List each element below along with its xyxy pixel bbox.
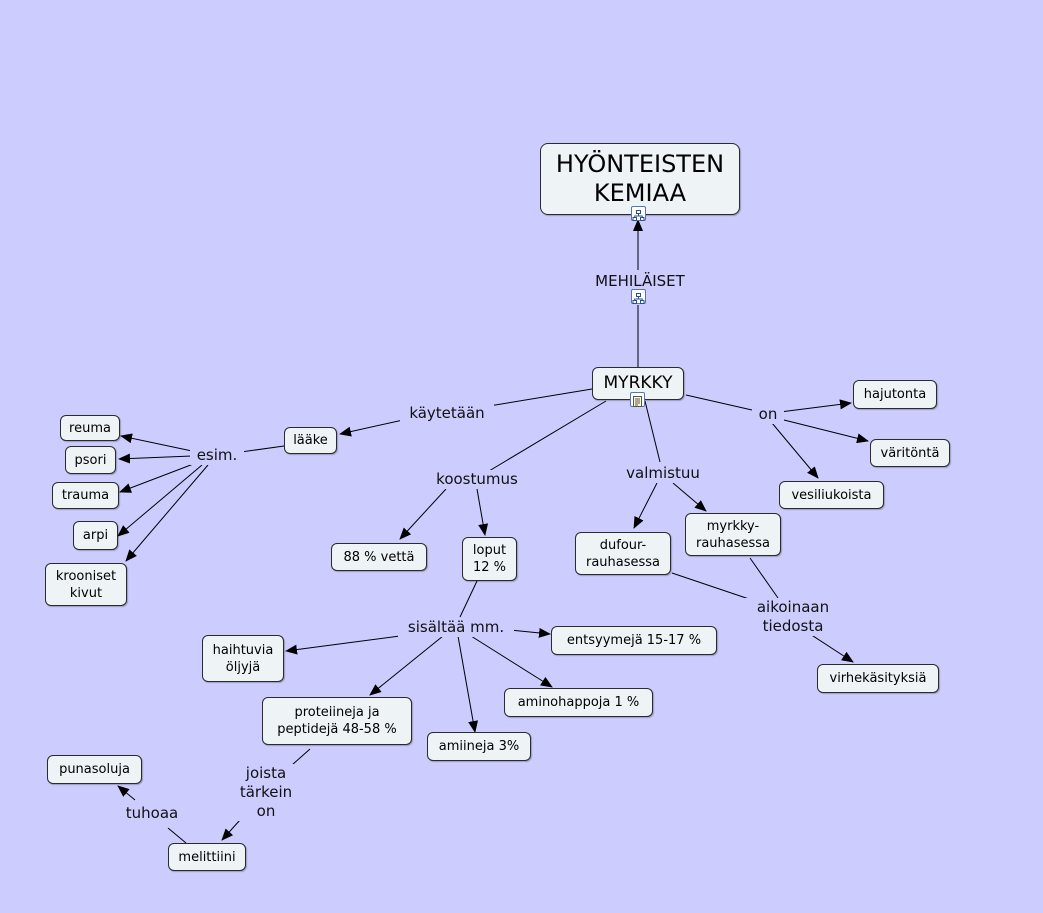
node-vesiliukoista[interactable]: vesiliukoista [779, 481, 884, 509]
node-reuma[interactable]: reuma [60, 415, 120, 441]
link-label-sisaltaa: sisältää mm. [398, 618, 514, 637]
link-label-esim: esim. [190, 446, 244, 465]
node-melittiini[interactable]: melittiini [168, 843, 246, 871]
node-hajutonta[interactable]: hajutonta [853, 380, 937, 409]
link-label-on: on [752, 405, 784, 424]
node-aminohappoja[interactable]: aminohappoja 1 % [504, 688, 653, 717]
node-loput[interactable]: loput 12 % [462, 537, 517, 581]
link-label-joista: joista tärkein on [228, 764, 304, 821]
link-label-tuhoaa: tuhoaa [115, 804, 189, 823]
node-amiineja[interactable]: amiineja 3% [427, 732, 531, 761]
submap-icon[interactable] [631, 289, 646, 304]
node-punasoluja[interactable]: punasoluja [47, 755, 142, 784]
node-proteiineja[interactable]: proteiineja ja peptidejä 48-58 % [262, 697, 412, 745]
link-label-kaytetaan: käytetään [400, 404, 494, 423]
node-krooniset-kivut[interactable]: krooniset kivut [45, 563, 127, 606]
node-virhekasityksia[interactable]: virhekäsityksiä [817, 664, 939, 693]
node-dufour-rauhasessa[interactable]: dufour- rauhasessa [575, 532, 671, 575]
node-arpi[interactable]: arpi [73, 521, 118, 550]
node-myrkky-rauhasessa[interactable]: myrkky- rauhasessa [685, 513, 781, 556]
link-label-valmistuu: valmistuu [615, 464, 711, 483]
link-label-aikoinaan: aikoinaan tiedosta [741, 598, 845, 636]
node-vetta[interactable]: 88 % vettä [331, 543, 427, 571]
node-haihtuvia-oljyja[interactable]: haihtuvia öljyjä [202, 635, 284, 682]
node-varitonta[interactable]: väritöntä [870, 439, 950, 467]
hub-node-myrkky[interactable]: MYRKKY [592, 367, 684, 400]
node-psori[interactable]: psori [65, 446, 116, 474]
link-label-koostumus: koostumus [425, 470, 529, 489]
node-laake[interactable]: lääke [284, 427, 337, 454]
submap-icon[interactable] [631, 206, 646, 221]
document-icon[interactable] [630, 392, 645, 407]
title-node[interactable]: HYÖNTEISTEN KEMIAA [540, 143, 740, 215]
node-trauma[interactable]: trauma [52, 482, 119, 509]
node-entsyymeja[interactable]: entsyymejä 15-17 % [551, 626, 717, 655]
link-label-mehilaiset[interactable]: MEHILÄISET [585, 272, 695, 291]
